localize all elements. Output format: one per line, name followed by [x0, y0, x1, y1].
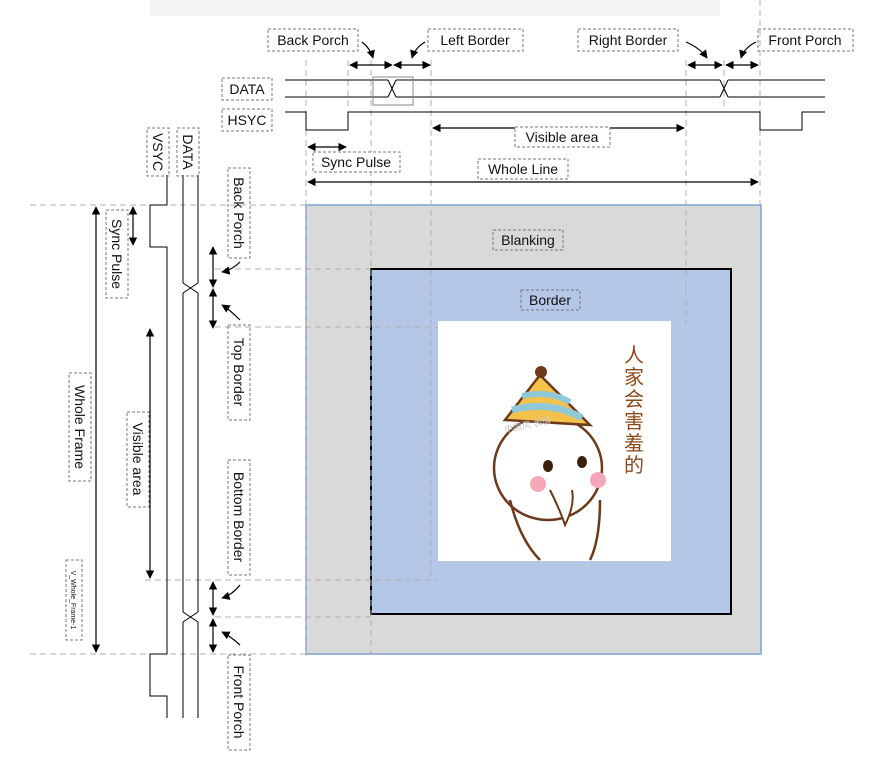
caption-char-0: 人: [624, 343, 644, 367]
v-front-porch-label: Front Porch: [231, 665, 247, 738]
v-visible-area-label: Visible area: [130, 423, 146, 496]
data-transition-box: [372, 76, 414, 106]
h-whole-line-label: Whole Line: [488, 161, 558, 177]
caption-char-2: 会: [624, 387, 644, 411]
v-bottom-border-label: Bottom Border: [231, 472, 247, 563]
vertical-guides: [30, 204, 438, 655]
v-whole-frame-minus-1-label: V_Whole_Frame-1: [69, 571, 76, 630]
v-back-porch-label: Back Porch: [231, 177, 247, 249]
horizontal-guides: [305, 0, 761, 660]
v-dimension-arrows: [91, 206, 218, 653]
caption-char-3: 害: [624, 409, 644, 433]
border-label: Border: [529, 292, 571, 308]
v-whole-frame-label: Whole Frame: [72, 385, 88, 469]
v-vsync-label: VSYC: [150, 133, 166, 171]
caption-char-5: 的: [624, 453, 644, 477]
h-data-label: DATA: [229, 81, 265, 97]
h-sync-pulse-label: Sync Pulse: [321, 154, 391, 170]
top-shadow: [150, 0, 720, 16]
caption-char-1: 家: [624, 365, 644, 389]
h-front-porch-label: Front Porch: [768, 32, 841, 48]
v-pointer-arrows: [221, 261, 241, 646]
h-back-porch-label: Back Porch: [277, 32, 349, 48]
h-hsync-signal: [285, 111, 825, 131]
h-pointer-arrows: [361, 41, 757, 59]
v-sync-pulse-label: Sync Pulse: [109, 219, 125, 289]
v-data-label: DATA: [180, 134, 196, 170]
caption-char-4: 羞: [624, 431, 644, 455]
h-right-border-label: Right Border: [589, 32, 668, 48]
h-visible-area-label: Visible area: [526, 129, 599, 145]
chinese-caption: 人 家 会 害 羞 的: [624, 343, 644, 477]
blanking-label: Blanking: [501, 232, 555, 248]
v-data-signal: [182, 175, 199, 718]
cartoon-illustration: 中国风 表情: [492, 366, 606, 561]
h-left-border-label: Left Border: [440, 32, 510, 48]
v-vsync-signal: [149, 175, 168, 718]
h-hsync-label: HSYC: [228, 112, 267, 128]
v-top-border-label: Top Border: [231, 338, 247, 407]
h-data-signal: [285, 79, 825, 98]
